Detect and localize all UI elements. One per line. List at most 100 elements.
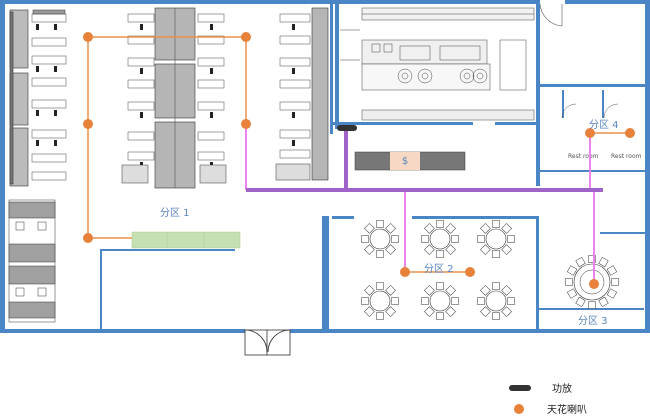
green-tables xyxy=(131,231,241,249)
dining-booths-left xyxy=(9,9,67,187)
ceiling-speaker-icon xyxy=(83,119,93,129)
round-table xyxy=(477,282,515,320)
zone-2-label: 分区 2 xyxy=(424,263,454,275)
dining-booths-center xyxy=(121,7,227,189)
chair xyxy=(376,312,384,320)
chair xyxy=(566,288,578,299)
round-table xyxy=(421,282,459,320)
top-right-door xyxy=(539,3,563,27)
chair xyxy=(501,285,512,296)
chair xyxy=(492,312,500,320)
chair xyxy=(424,244,435,255)
chair xyxy=(385,285,396,296)
table-top xyxy=(485,290,507,312)
counter-symbol: $ xyxy=(402,156,408,167)
dining-booths-right-of-center xyxy=(275,7,329,181)
chair xyxy=(566,265,578,276)
chair xyxy=(477,297,485,305)
ceiling-speaker-icon xyxy=(589,279,599,289)
chair xyxy=(480,244,491,255)
legend-speaker: 天花喇叭 xyxy=(514,403,587,416)
ceiling-speaker-icon xyxy=(241,32,251,42)
chair xyxy=(445,244,456,255)
ceiling-speaker-icon xyxy=(241,119,251,129)
chair xyxy=(421,297,429,305)
chair xyxy=(492,220,500,228)
entrance-door xyxy=(244,329,291,356)
amplifier-icon xyxy=(509,385,531,391)
amplifier-icon xyxy=(337,125,357,131)
legend-amplifier: 功放 xyxy=(509,382,572,395)
chair xyxy=(364,244,375,255)
chair xyxy=(588,301,596,309)
bar-seating-lower-left xyxy=(8,199,56,323)
round-tables xyxy=(361,220,515,320)
chair xyxy=(421,235,429,243)
chair xyxy=(385,244,396,255)
table-top xyxy=(369,228,391,250)
chair xyxy=(445,306,456,317)
chair xyxy=(501,223,512,234)
chair xyxy=(385,306,396,317)
legend-speaker-label: 天花喇叭 xyxy=(547,403,587,416)
ceiling-speaker-icon xyxy=(585,128,595,138)
chair xyxy=(480,223,491,234)
ceiling-speakers xyxy=(83,32,635,289)
ceiling-speaker-icon xyxy=(83,32,93,42)
table-top xyxy=(429,290,451,312)
chair xyxy=(501,306,512,317)
round-table xyxy=(361,220,399,258)
chair xyxy=(391,235,399,243)
zone-1-label: 分区 1 xyxy=(160,207,190,219)
chair xyxy=(391,297,399,305)
chair xyxy=(507,297,515,305)
chair xyxy=(501,244,512,255)
chair xyxy=(606,288,618,299)
outer-walls xyxy=(0,0,650,333)
zone-4-label: 分区 4 xyxy=(589,119,619,131)
ceiling-speaker-icon xyxy=(465,267,475,277)
chair xyxy=(611,278,619,286)
chair xyxy=(361,235,369,243)
chair xyxy=(451,235,459,243)
chair xyxy=(477,235,485,243)
chair xyxy=(436,312,444,320)
ceiling-speaker-icon xyxy=(400,267,410,277)
rest-rooms: Rest room Rest room xyxy=(561,103,642,160)
chair xyxy=(364,285,375,296)
round-table xyxy=(421,220,459,258)
chair xyxy=(376,250,384,258)
bar-counter: $ xyxy=(354,151,466,171)
ceiling-speaker-icon xyxy=(83,233,93,243)
chair xyxy=(361,297,369,305)
chair xyxy=(436,220,444,228)
chair xyxy=(492,282,500,290)
legend: 功放 天花喇叭 xyxy=(509,382,587,416)
chair xyxy=(424,285,435,296)
rest-room-right-label: Rest room xyxy=(611,153,642,160)
table-top xyxy=(369,290,391,312)
chair xyxy=(507,235,515,243)
chair xyxy=(598,296,609,308)
ceiling-speaker-icon xyxy=(625,128,635,138)
zone-3-label: 分区 3 xyxy=(578,315,608,327)
chair xyxy=(364,223,375,234)
chair xyxy=(492,250,500,258)
chair xyxy=(451,297,459,305)
legend-amplifier-label: 功放 xyxy=(552,382,572,395)
chair xyxy=(565,278,573,286)
chair xyxy=(385,223,396,234)
rest-room-left-label: Rest room xyxy=(568,153,599,160)
chair xyxy=(480,285,491,296)
chair xyxy=(445,285,456,296)
chair xyxy=(436,282,444,290)
chair xyxy=(424,306,435,317)
chair xyxy=(575,296,586,308)
table-top xyxy=(429,228,451,250)
chair xyxy=(598,256,609,268)
table-top xyxy=(485,228,507,250)
chair xyxy=(424,223,435,234)
interior-walls xyxy=(322,4,648,329)
